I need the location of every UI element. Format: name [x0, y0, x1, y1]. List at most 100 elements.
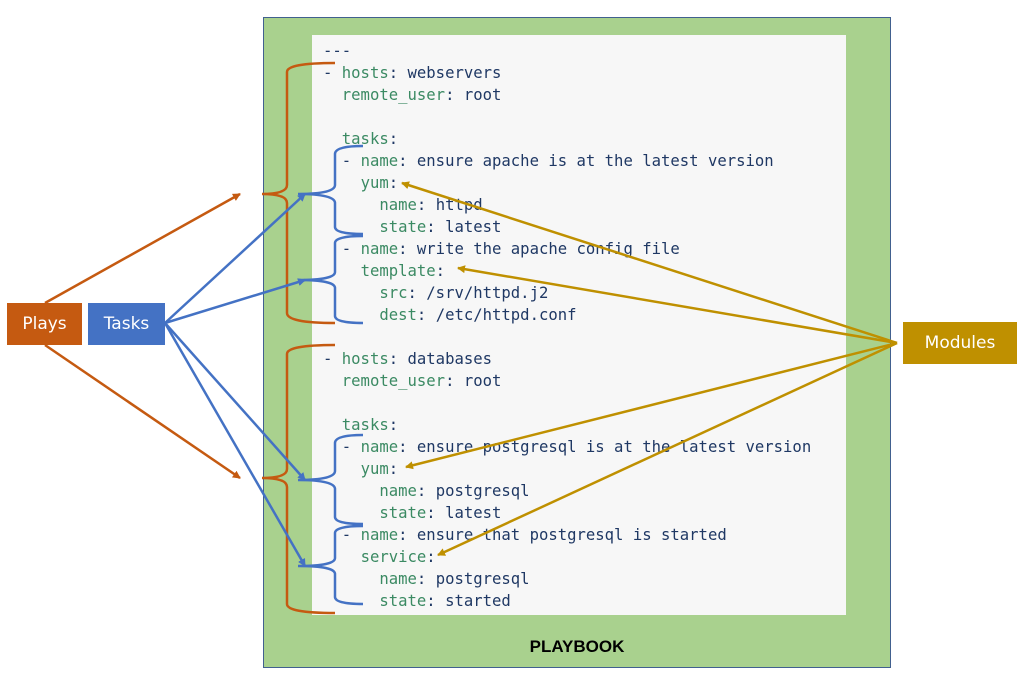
code-line [323, 392, 811, 414]
yaml-key: tasks [341, 130, 389, 148]
code-line: - hosts: databases [323, 348, 811, 370]
code-line: remote_user: root [323, 84, 811, 106]
yaml-separator: : [388, 64, 408, 82]
yaml-separator: : [388, 350, 408, 368]
code-indent [323, 570, 379, 588]
code-line: name: postgresql [323, 568, 811, 590]
yaml-separator: : [416, 570, 436, 588]
yaml-separator: : [416, 196, 436, 214]
yaml-separator: : [426, 548, 436, 566]
code-indent [323, 284, 379, 302]
yaml-separator: : [398, 240, 417, 258]
yaml-value: root [463, 86, 502, 104]
yaml-separator: : [398, 438, 417, 456]
code-line: name: postgresql [323, 480, 811, 502]
yaml-separator: : [416, 482, 436, 500]
yaml-value: httpd [435, 196, 483, 214]
code-line: - name: ensure apache is at the latest v… [323, 150, 811, 172]
yaml-key: name [360, 152, 399, 170]
yaml-separator: : [398, 152, 417, 170]
yaml-value: databases [407, 350, 493, 368]
code-line: remote_user: root [323, 370, 811, 392]
code-indent: - [323, 438, 361, 456]
yaml-separator: : [445, 372, 464, 390]
yaml-key: template [360, 262, 436, 280]
code-indent [323, 262, 361, 280]
code-line: - name: ensure that postgresql is starte… [323, 524, 811, 546]
code-line: tasks: [323, 128, 811, 150]
yaml-separator: : [407, 284, 427, 302]
code-indent [323, 174, 361, 192]
code-line: yum: [323, 458, 811, 480]
yaml-separator: : [388, 174, 399, 192]
code-line: - hosts: webservers [323, 62, 811, 84]
code-indent: - [323, 350, 342, 368]
yaml-key: name [360, 240, 399, 258]
yaml-key: name [360, 438, 399, 456]
yaml-key: remote_user [341, 86, 446, 104]
yaml-value: /etc/httpd.conf [435, 306, 577, 324]
yaml-separator: : [445, 86, 464, 104]
code-line: state: latest [323, 216, 811, 238]
yaml-key: dest [379, 306, 417, 324]
code-indent [323, 482, 379, 500]
yaml-key: name [379, 482, 417, 500]
plays-tag: Plays [7, 303, 82, 345]
code-indent [323, 218, 379, 236]
code-indent [323, 416, 342, 434]
yaml-key: hosts [341, 64, 389, 82]
code-indent [323, 504, 379, 522]
yaml-key: state [379, 592, 427, 610]
yaml-value: root [463, 372, 502, 390]
yaml-value: /srv/httpd.j2 [426, 284, 549, 302]
yaml-separator: : [388, 130, 399, 148]
yaml-value: latest [445, 504, 502, 522]
code-line: service: [323, 546, 811, 568]
code-indent [323, 372, 342, 390]
code-line: template: [323, 260, 811, 282]
yaml-value: ensure that postgresql is started [416, 526, 727, 544]
yaml-key: yum [360, 174, 389, 192]
code-line: - name: write the apache config file [323, 238, 811, 260]
yaml-value: started [445, 592, 511, 610]
code-indent [323, 460, 361, 478]
yaml-value: webservers [407, 64, 502, 82]
yaml-key: src [379, 284, 408, 302]
yaml-value: write the apache config file [416, 240, 680, 258]
code-indent [323, 86, 342, 104]
yaml-separator: : [398, 526, 417, 544]
plays-arrow-2 [44, 343, 241, 480]
code-indent: - [323, 64, 342, 82]
code-line [323, 106, 811, 128]
code-indent [323, 592, 379, 610]
yaml-separator: : [388, 460, 399, 478]
yaml-key: hosts [341, 350, 389, 368]
yaml-separator: : [426, 504, 446, 522]
yaml-key: tasks [341, 416, 389, 434]
yaml-value: latest [445, 218, 502, 236]
code-line: state: started [323, 590, 811, 612]
tasks-tag: Tasks [88, 303, 165, 345]
yaml-separator: : [388, 416, 399, 434]
yaml-separator: --- [323, 42, 352, 60]
yaml-separator: : [426, 218, 446, 236]
yaml-key: yum [360, 460, 389, 478]
code-line: - name: ensure postgresql is at the late… [323, 436, 811, 458]
code-line: yum: [323, 172, 811, 194]
code-line: src: /srv/httpd.j2 [323, 282, 811, 304]
yaml-key: name [379, 196, 417, 214]
yaml-separator: : [416, 306, 436, 324]
code-indent [323, 306, 379, 324]
code-line: dest: /etc/httpd.conf [323, 304, 811, 326]
code-indent: - [323, 152, 361, 170]
yaml-value: postgresql [435, 482, 530, 500]
modules-tag: Modules [903, 322, 1017, 364]
yaml-key: name [379, 570, 417, 588]
code-line: tasks: [323, 414, 811, 436]
yaml-separator: : [435, 262, 446, 280]
plays-arrow-1 [44, 192, 241, 305]
code-indent: - [323, 526, 361, 544]
yaml-key: service [360, 548, 427, 566]
yaml-key: state [379, 504, 427, 522]
code-line: name: httpd [323, 194, 811, 216]
